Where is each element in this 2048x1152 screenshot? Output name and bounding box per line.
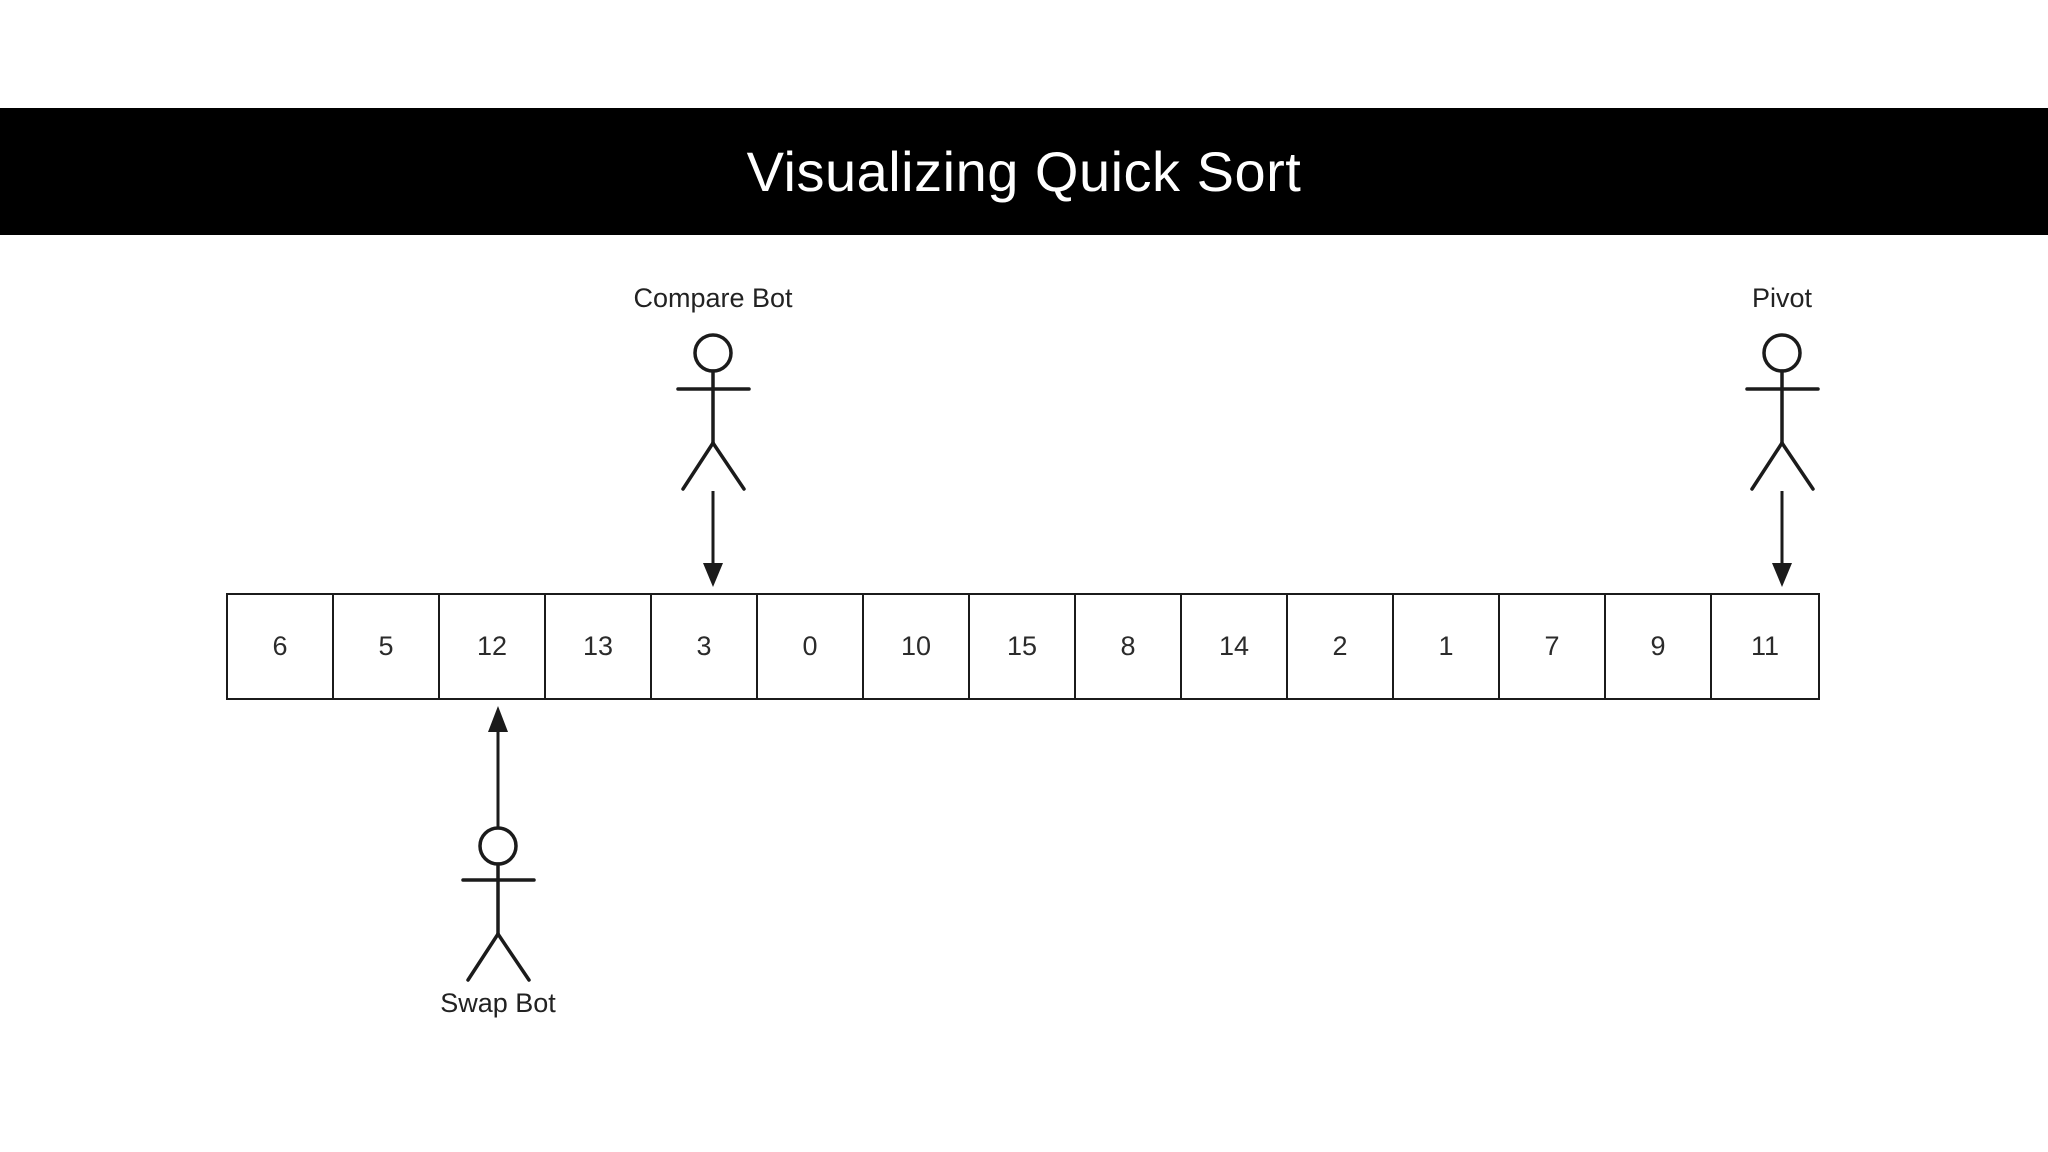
stick-figure-head-icon [1762, 333, 1802, 373]
swap-bot-figure [368, 700, 628, 990]
array-cell[interactable]: 13 [546, 595, 652, 698]
array-cell-value: 5 [378, 631, 394, 661]
swap-bot-label: Swap Bot [440, 988, 556, 1018]
array-cell-value: 8 [1120, 631, 1136, 661]
arrow-down-icon [703, 491, 723, 587]
array-cell[interactable]: 15 [970, 595, 1076, 698]
array-cell[interactable]: 3 [652, 595, 758, 698]
array-cell-value: 3 [696, 631, 712, 661]
title-banner: Visualizing Quick Sort [0, 108, 2048, 235]
array-cell-value: 13 [582, 631, 614, 661]
compare-bot-figure [583, 321, 843, 601]
array-cell-value: 2 [1332, 631, 1348, 661]
compare-bot-label: Compare Bot [633, 283, 793, 313]
stick-figure-leg-right [1780, 441, 1815, 491]
array-cell-value: 11 [1750, 631, 1780, 661]
array-cell-value: 14 [1218, 631, 1250, 661]
array-cell-value: 0 [802, 631, 818, 661]
array-cell[interactable]: 11 [1712, 595, 1818, 698]
stick-figure-leg-left [681, 441, 715, 491]
array-cell[interactable]: 10 [864, 595, 970, 698]
array-cell[interactable]: 9 [1606, 595, 1712, 698]
array-cell[interactable]: 0 [758, 595, 864, 698]
stick-figure-leg-left [1750, 441, 1784, 491]
array-cell-value: 15 [1006, 631, 1038, 661]
pivot-bot-group[interactable]: Pivot [1652, 285, 1912, 605]
stick-figure-leg-right [496, 932, 531, 982]
array-cell[interactable]: 5 [334, 595, 440, 698]
array-cell[interactable]: 7 [1500, 595, 1606, 698]
pivot-bot-figure [1652, 321, 1912, 601]
array-cell-value: 12 [476, 631, 508, 661]
array-cell-value: 9 [1650, 631, 1666, 661]
stick-figure-leg-right [711, 441, 746, 491]
arrow-down-icon [1772, 491, 1792, 587]
page-title: Visualizing Quick Sort [746, 139, 1302, 203]
array-cell-value: 1 [1438, 631, 1454, 661]
array-strip: 6 5 12 13 3 0 10 15 8 14 2 1 7 9 11 [226, 593, 1820, 700]
array-cell[interactable]: 6 [228, 595, 334, 698]
arrow-up-icon [488, 706, 508, 828]
array-cell[interactable]: 1 [1394, 595, 1500, 698]
stick-figure-head-icon [693, 333, 733, 373]
array-cell-value: 10 [900, 631, 932, 661]
array-cell[interactable]: 2 [1288, 595, 1394, 698]
pivot-bot-label: Pivot [1751, 283, 1813, 313]
array-cell[interactable]: 8 [1076, 595, 1182, 698]
swap-bot-group[interactable]: Swap Bot [368, 700, 628, 1030]
array-cell-value: 6 [272, 631, 288, 661]
stick-figure-head-icon [478, 826, 518, 866]
array-cell-value: 7 [1544, 631, 1560, 661]
stick-figure-leg-left [466, 932, 500, 982]
compare-bot-group[interactable]: Compare Bot [583, 285, 843, 605]
array-cell[interactable]: 12 [440, 595, 546, 698]
array-cell[interactable]: 14 [1182, 595, 1288, 698]
